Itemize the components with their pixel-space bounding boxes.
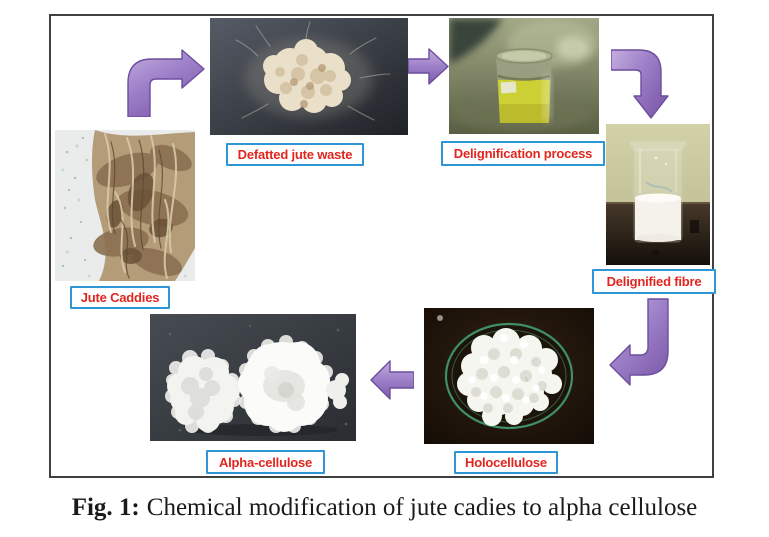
elbow-arrow-right-down-icon — [610, 46, 669, 120]
photo-jute-caddies — [55, 130, 195, 281]
arrow-left-icon — [370, 359, 415, 401]
caption-text: Chemical modification of jute cadies to … — [146, 494, 698, 521]
elbow-arrow-down-left-icon — [608, 297, 670, 389]
figure-caption: Fig. 1:Chemical modification of jute cad… — [0, 492, 769, 524]
alpha-cellulose-photo-image — [150, 314, 356, 441]
delignified-fibre-photo-image — [606, 124, 710, 265]
defatted-jute-waste-photo-image — [210, 18, 408, 135]
label-jute-caddies: Jute Caddies — [70, 286, 170, 309]
photo-delignified-fibre — [606, 124, 710, 265]
label-delignified-fibre: Delignified fibre — [592, 269, 716, 294]
label-alpha-cellulose: Alpha-cellulose — [206, 450, 325, 474]
figure-border-box: Defatted jute waste Delignification proc… — [49, 14, 716, 478]
photo-delignification-process — [449, 18, 599, 134]
elbow-arrow-up-right-icon — [120, 49, 205, 118]
jute-caddies-photo-image — [55, 130, 195, 281]
arrow-right-icon — [407, 47, 450, 86]
photo-alpha-cellulose — [150, 314, 356, 441]
photo-defatted-jute-waste — [210, 18, 408, 135]
label-defatted-jute-waste: Defatted jute waste — [226, 143, 364, 166]
photo-holocellulose — [424, 308, 594, 444]
label-holocellulose: Holocellulose — [454, 451, 558, 474]
label-delignification-process: Delignification process — [441, 141, 605, 166]
caption-figure-number: Fig. 1: — [71, 494, 140, 521]
holocellulose-photo-image — [424, 308, 594, 444]
delignification-process-photo-image — [449, 18, 599, 134]
